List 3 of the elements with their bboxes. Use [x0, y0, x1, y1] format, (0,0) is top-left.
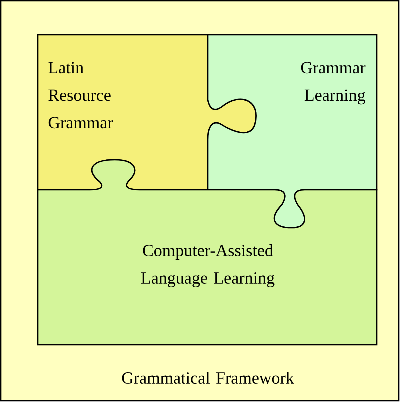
puzzle-piece: Latin Resource Grammar	[37, 34, 257, 191]
puzzle-piece: Grammar Learning	[207, 34, 378, 229]
puzzle-piece: Computer-Assisted Language Learning	[37, 159, 378, 346]
